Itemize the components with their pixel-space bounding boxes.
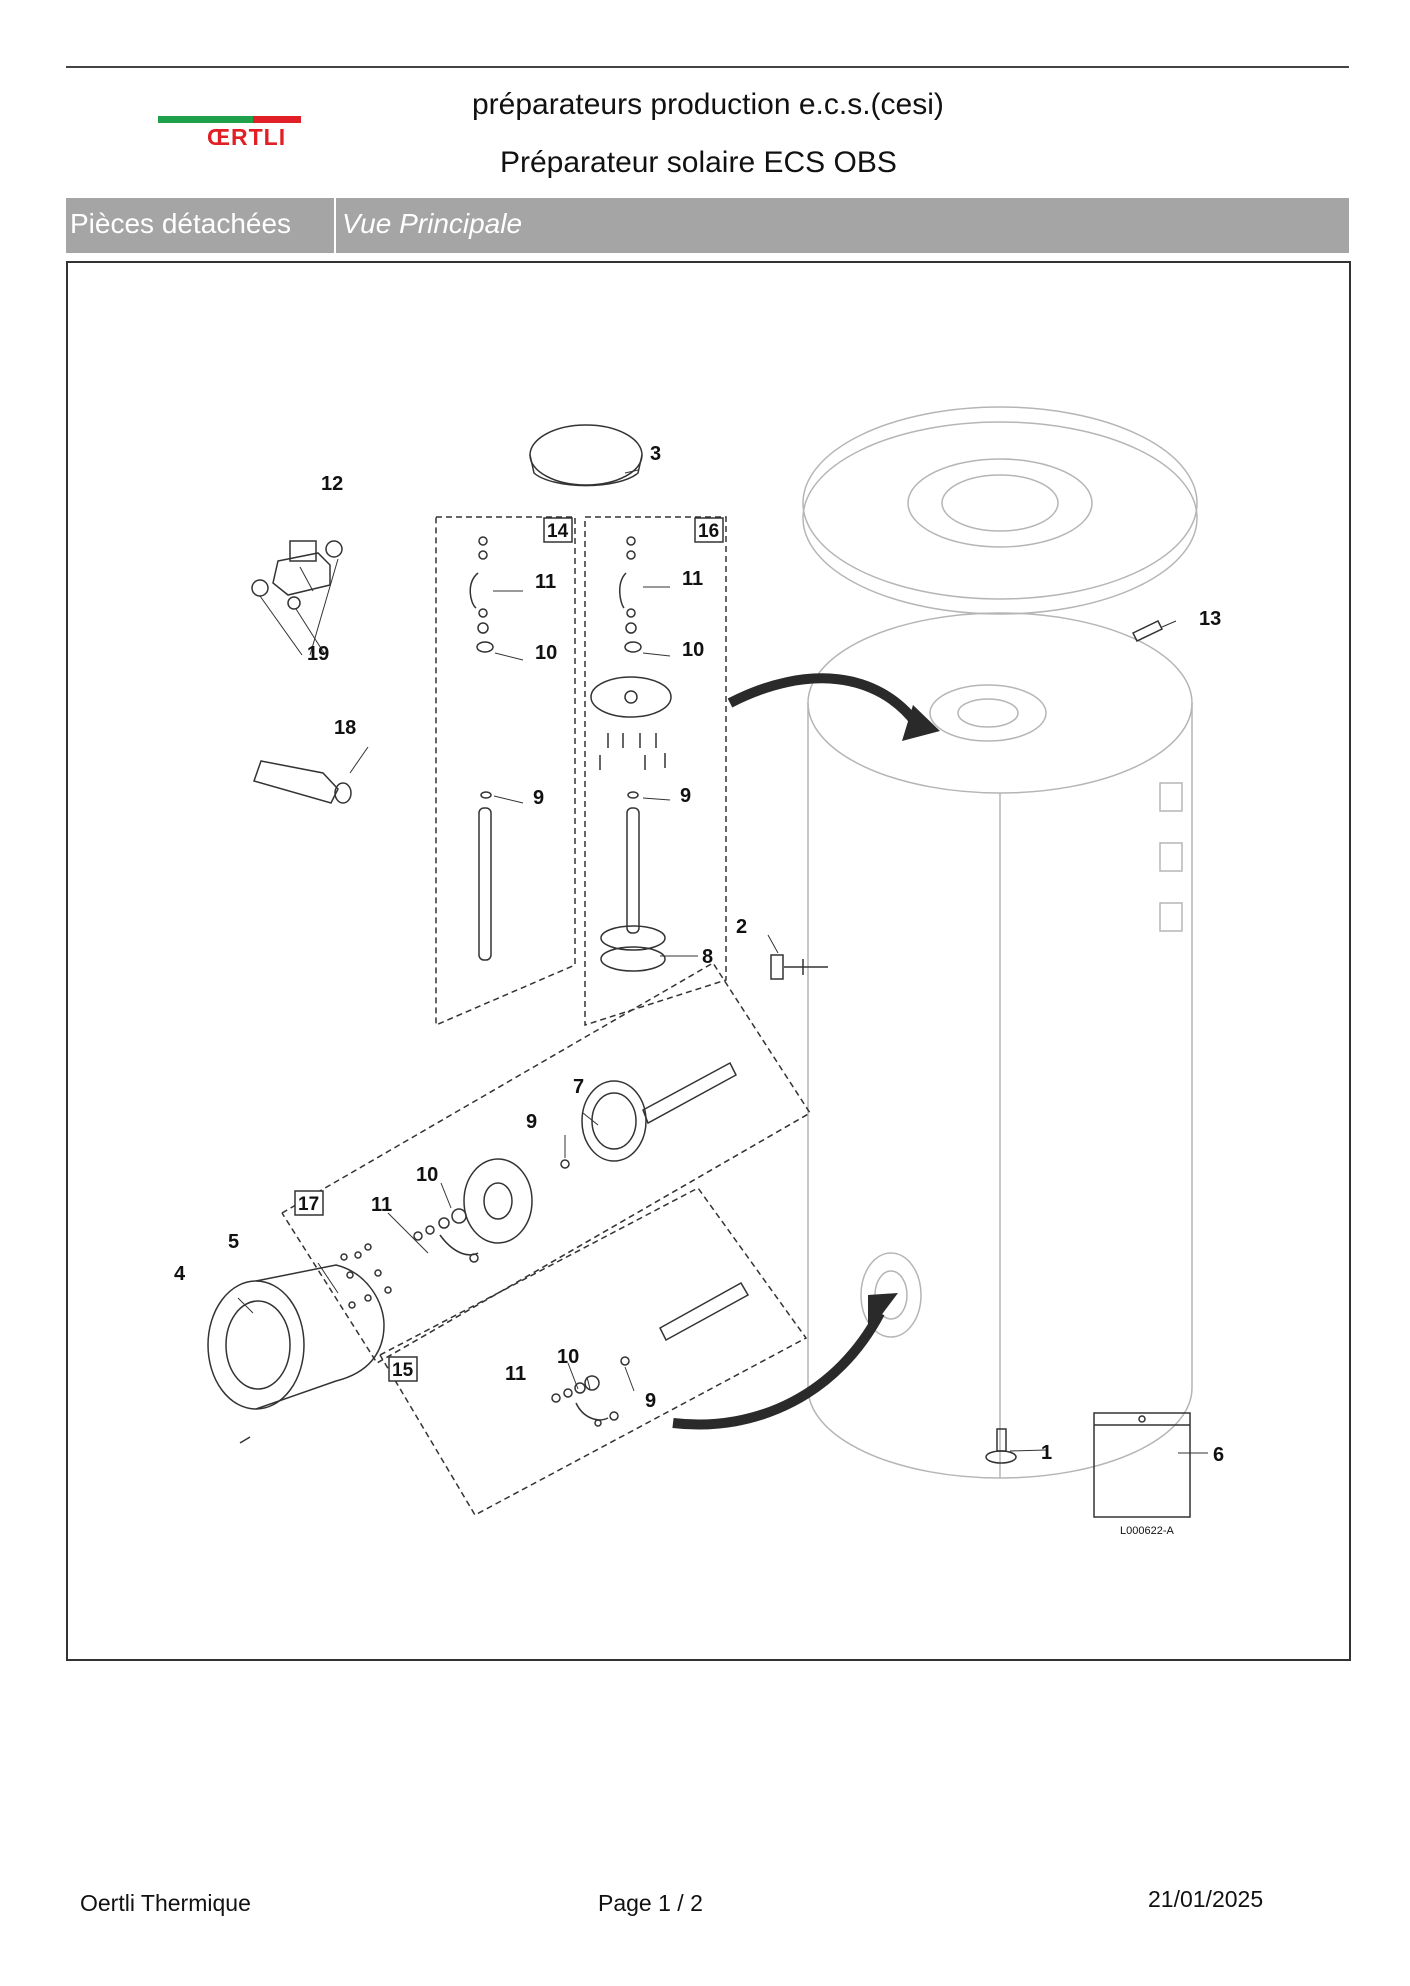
svg-text:9: 9 bbox=[526, 1111, 537, 1133]
svg-text:16: 16 bbox=[698, 521, 719, 542]
svg-text:14: 14 bbox=[547, 521, 569, 542]
svg-text:3: 3 bbox=[650, 443, 661, 465]
svg-text:10: 10 bbox=[416, 1164, 438, 1186]
svg-text:11: 11 bbox=[535, 571, 556, 593]
footer-date: 21/01/2025 bbox=[1148, 1886, 1264, 1912]
svg-text:18: 18 bbox=[334, 717, 356, 739]
svg-text:11: 11 bbox=[682, 568, 703, 590]
footer-company: Oertli Thermique bbox=[80, 1890, 251, 1916]
part-12-valve bbox=[251, 540, 343, 610]
top-rule bbox=[66, 66, 1349, 68]
oertli-logo: ŒRTLI bbox=[155, 112, 305, 152]
svg-text:11: 11 bbox=[505, 1363, 526, 1385]
svg-text:19: 19 bbox=[307, 643, 329, 665]
svg-text:9: 9 bbox=[533, 787, 544, 809]
svg-text:12: 12 bbox=[321, 473, 343, 495]
callout-leaders bbox=[237, 469, 1208, 1454]
svg-text:9: 9 bbox=[680, 785, 691, 807]
svg-text:7: 7 bbox=[573, 1076, 584, 1098]
arrow-heads bbox=[868, 705, 940, 1333]
logo-green-stripe bbox=[158, 116, 253, 123]
part-4-5-insulation bbox=[207, 1264, 385, 1444]
section-view: Vue Principale bbox=[342, 208, 523, 239]
svg-text:9: 9 bbox=[645, 1390, 656, 1412]
exploded-view-diagram: 3 12 19 18 13 11 10 9 11 10 9 8 2 7 9 10… bbox=[174, 406, 1224, 1537]
kit-14-parts bbox=[469, 536, 494, 961]
svg-text:10: 10 bbox=[535, 642, 557, 664]
svg-text:2: 2 bbox=[736, 916, 747, 938]
logo-red-stripe bbox=[253, 116, 301, 123]
part-1-foot bbox=[985, 1428, 1017, 1464]
footer-page-number: Page 1 / 2 bbox=[598, 1890, 703, 1916]
svg-text:13: 13 bbox=[1199, 608, 1221, 630]
document-title: préparateurs production e.c.s.(cesi) bbox=[472, 88, 944, 121]
diagram-reference: L000622-A bbox=[1120, 1525, 1174, 1537]
svg-text:11: 11 bbox=[371, 1194, 392, 1216]
kit-17-parts bbox=[340, 1061, 737, 1309]
part-3-cover bbox=[529, 424, 643, 487]
logo-wordmark: ŒRTLI bbox=[207, 124, 287, 150]
insertion-arrows bbox=[672, 673, 920, 1430]
callout-labels: 3 12 19 18 13 11 10 9 11 10 9 8 2 7 9 10… bbox=[174, 443, 1224, 1537]
section-category: Pièces détachées bbox=[70, 208, 292, 239]
kit-15-parts bbox=[551, 1281, 750, 1427]
part-13 bbox=[1131, 620, 1164, 642]
svg-text:5: 5 bbox=[228, 1231, 239, 1253]
part-6-bag bbox=[1093, 1412, 1191, 1518]
svg-text:4: 4 bbox=[174, 1263, 186, 1285]
svg-text:6: 6 bbox=[1213, 1444, 1224, 1466]
kit-14-frame bbox=[281, 516, 812, 1516]
document-subtitle: Préparateur solaire ECS OBS bbox=[500, 146, 897, 179]
section-bar: Pièces détachées Vue Principale bbox=[66, 198, 1349, 253]
section-separator bbox=[334, 198, 336, 253]
svg-text:15: 15 bbox=[392, 1360, 414, 1381]
svg-text:8: 8 bbox=[702, 946, 713, 968]
svg-text:17: 17 bbox=[298, 1194, 319, 1215]
exploded-view-frame: 3 12 19 18 13 11 10 9 11 10 9 8 2 7 9 10… bbox=[66, 261, 1351, 1661]
part-18-tube bbox=[253, 760, 352, 804]
svg-text:10: 10 bbox=[682, 639, 704, 661]
svg-text:1: 1 bbox=[1041, 1442, 1052, 1464]
kit-16-parts bbox=[590, 536, 672, 972]
tank-drawing bbox=[802, 406, 1198, 1479]
svg-text:10: 10 bbox=[557, 1346, 579, 1368]
part-2 bbox=[770, 954, 828, 980]
